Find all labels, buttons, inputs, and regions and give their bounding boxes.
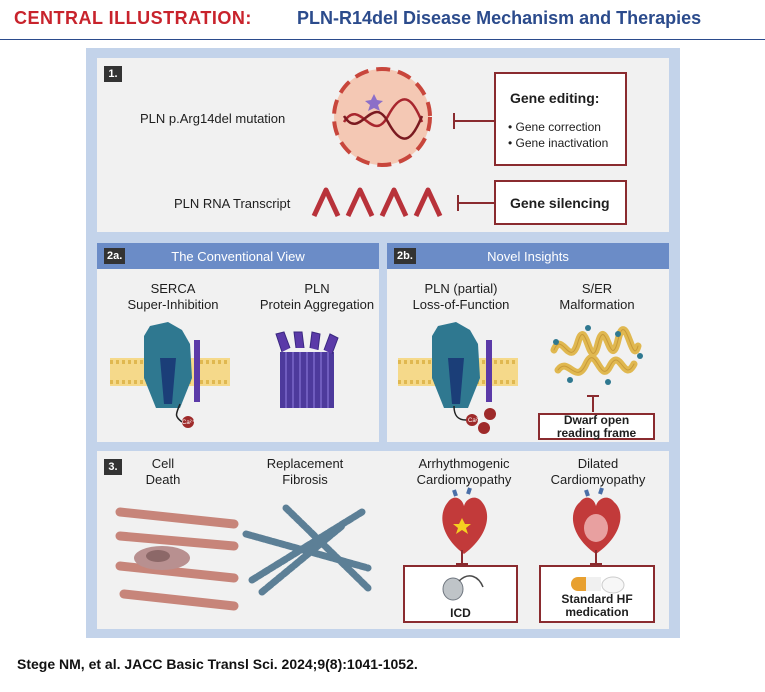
icd-device-icon	[442, 575, 484, 601]
header-rule	[0, 39, 765, 40]
dwarf-orf-label: Dwarf open reading frame	[556, 413, 637, 440]
hf-medication-label: Standard HF medication	[561, 592, 633, 619]
ca-ion-2b: Ca²⁺	[468, 418, 481, 424]
gene-silencing-box: Gene silencing	[494, 180, 627, 225]
nucleus-dna-graphic	[332, 67, 432, 167]
mutation-label: PLN p.Arg14del mutation	[140, 111, 286, 126]
band-novel-insights: Novel Insights	[387, 243, 669, 269]
acm-heart-graphic	[442, 487, 488, 554]
dcm-heart-graphic	[572, 487, 621, 554]
inhibit-gene-editing-icon	[453, 113, 494, 129]
header: CENTRAL ILLUSTRATION: PLN-R14del Disease…	[0, 0, 765, 40]
fibrosis-graphic	[242, 504, 372, 596]
pill-icon	[571, 576, 625, 594]
ser-network-graphic	[550, 325, 643, 385]
serca-lof-graphic	[398, 322, 518, 434]
pln-aggregation-label: PLN Protein Aggregation	[259, 281, 375, 312]
serca-label: SERCA Super-Inhibition	[127, 281, 219, 312]
header-label: CENTRAL ILLUSTRATION:	[14, 8, 252, 28]
inhibit-gene-silencing-icon	[457, 195, 494, 211]
band-conventional-view: The Conventional View	[97, 243, 379, 269]
gene-silencing-label: Gene silencing	[510, 195, 610, 211]
icd-label: ICD	[450, 606, 471, 620]
gene-inactivation-item: • Gene inactivation	[508, 136, 609, 150]
serca-pump-graphic	[110, 322, 230, 428]
panel-3-number: 3.	[104, 459, 122, 475]
fibrosis-label: Replacement Fibrosis	[266, 456, 344, 487]
acm-label: Arrhythmogenic Cardiomyopathy	[416, 456, 512, 487]
inhibit-dcm-icon	[590, 550, 602, 565]
pln-aggregate-graphic	[275, 331, 339, 408]
panel-2b-number: 2b.	[394, 248, 416, 264]
gene-editing-title: Gene editing:	[510, 90, 600, 106]
pln-lof-label: PLN (partial) Loss-of-Function	[412, 281, 510, 312]
inhibit-acm-icon	[456, 550, 468, 565]
inhibit-dwarf-orf-icon	[587, 395, 599, 412]
panel-2a-number: 2a.	[104, 248, 126, 264]
dcm-label: Dilated Cardiomyopathy	[550, 456, 646, 487]
dwarf-orf-box	[538, 413, 655, 440]
rna-transcript-icon	[311, 187, 443, 218]
band-novel-label: Novel Insights	[487, 248, 569, 264]
transcript-label: PLN RNA Transcript	[174, 196, 291, 211]
icd-box: ICD	[403, 565, 518, 623]
band-conventional-label: The Conventional View	[171, 248, 305, 264]
ser-malformation-label: S/ER Malformation	[559, 281, 635, 312]
citation-footer: Stege NM, et al. JACC Basic Transl Sci. …	[17, 656, 418, 672]
gene-correction-item: • Gene correction	[508, 120, 601, 134]
gene-editing-box: Gene editing: • Gene correction • Gene i…	[494, 72, 627, 166]
panel-1-number: 1.	[104, 66, 122, 82]
hf-medication-box: Standard HF medication	[539, 565, 655, 623]
header-title: PLN-R14del Disease Mechanism and Therapi…	[297, 8, 702, 28]
cell-death-label: Cell Death	[145, 456, 181, 487]
ca-ion-2a: Ca²⁺	[182, 420, 195, 426]
cardiomyocytes-graphic	[115, 507, 239, 611]
